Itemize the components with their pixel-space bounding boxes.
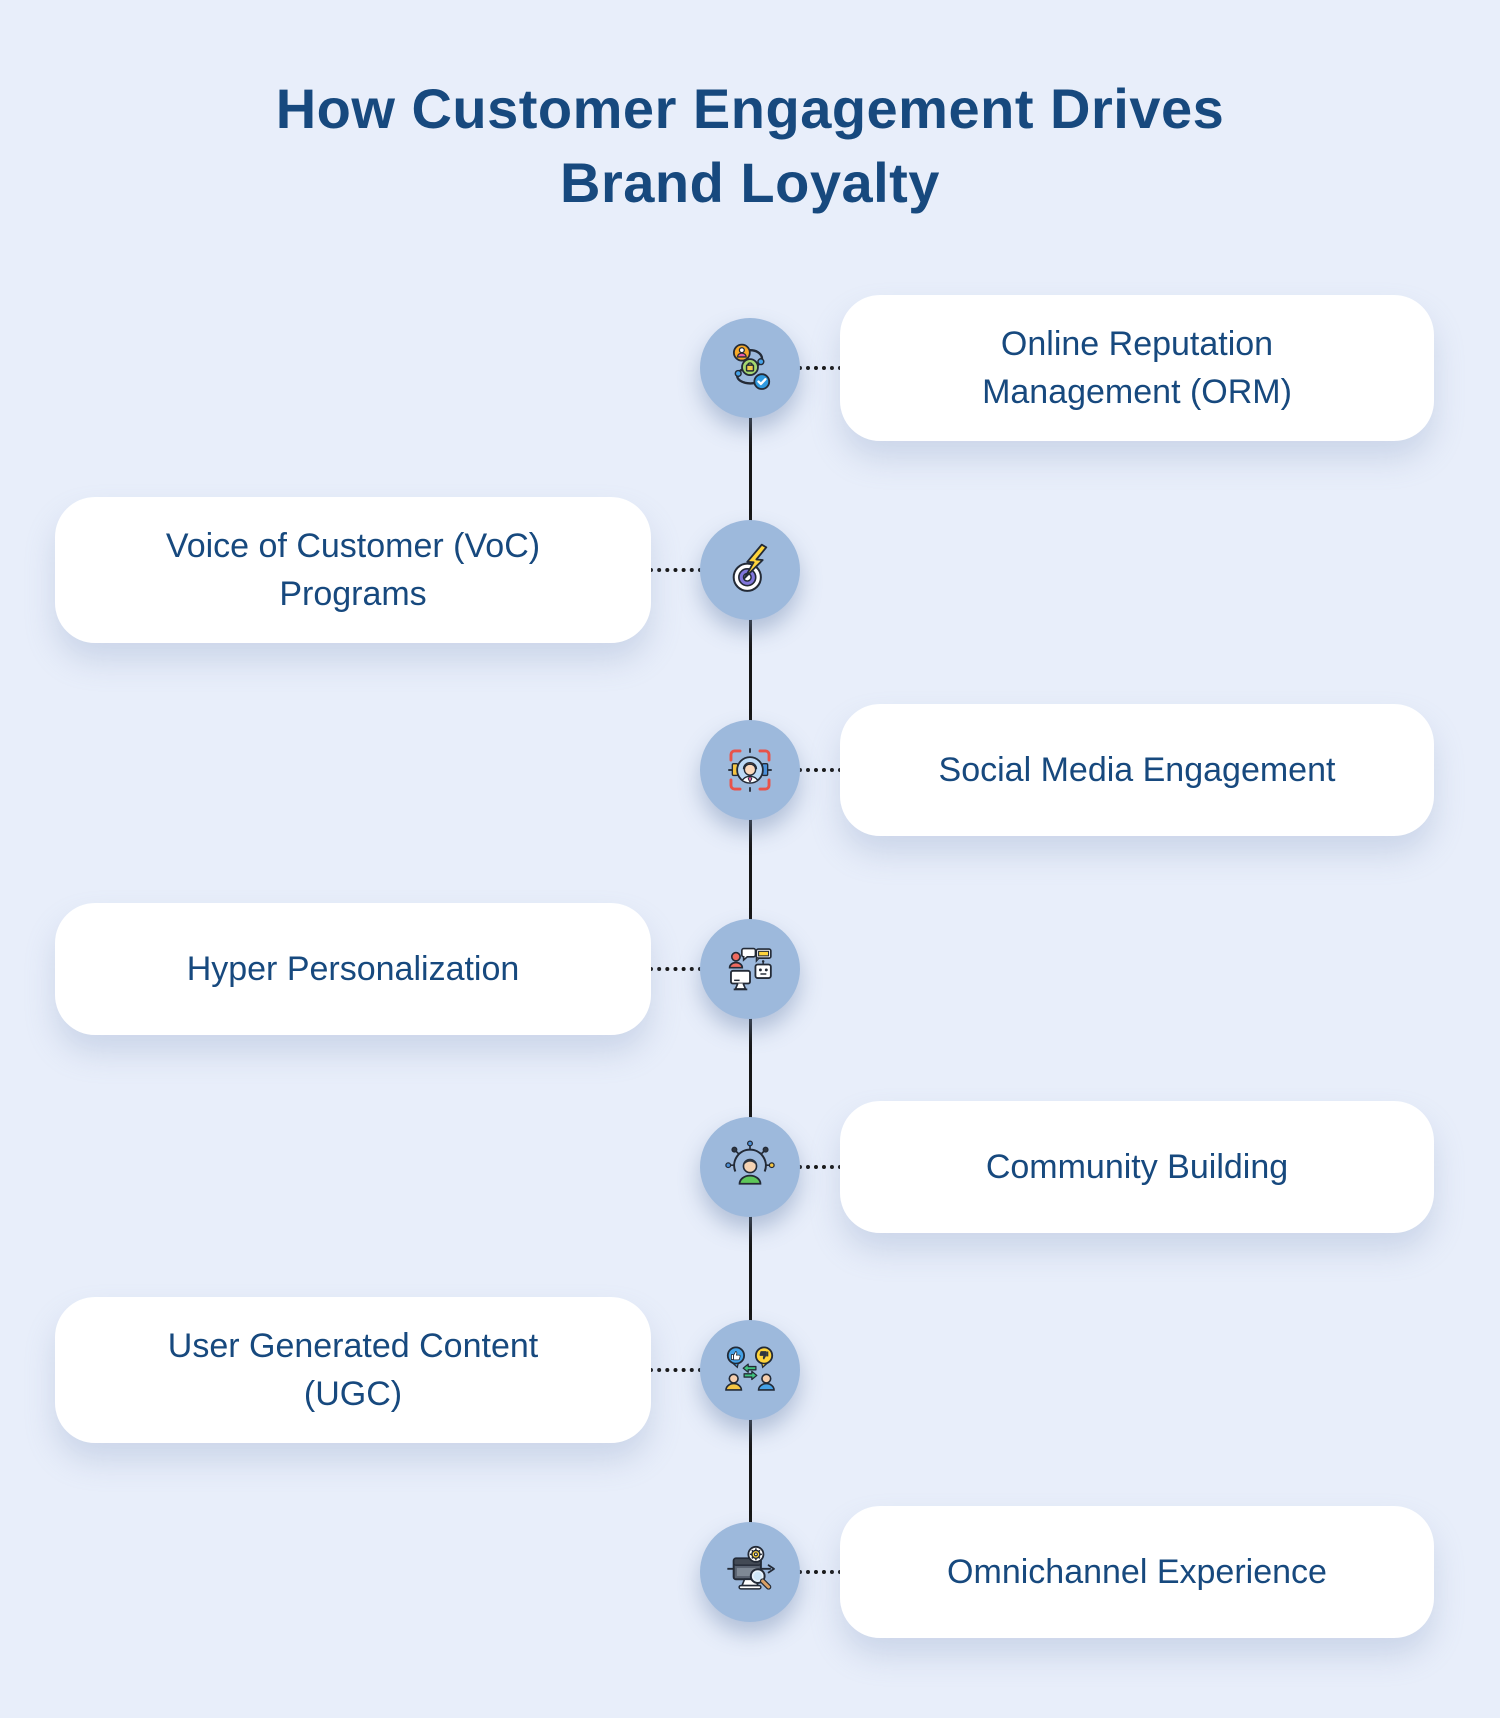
page-title-line1: How Customer Engagement Drives	[275, 77, 1225, 140]
connector-voc	[649, 568, 702, 572]
face-recognition-icon	[728, 748, 772, 792]
card-community-building: Community Building	[840, 1101, 1434, 1233]
card-omnichannel-experience: Omnichannel Experience	[840, 1506, 1434, 1638]
connector-ugc	[649, 1368, 702, 1372]
card-label: Community Building	[986, 1143, 1288, 1191]
card-label-line: User Generated Content	[167, 1326, 539, 1365]
timeline-node-voc	[700, 520, 800, 620]
timeline-node-orm	[700, 318, 800, 418]
timeline-node-community	[700, 1117, 800, 1217]
card-social-media-engagement: Social Media Engagement	[840, 704, 1434, 836]
card-voice-of-customer: Voice of Customer (VoC) Programs	[55, 497, 651, 643]
timeline-node-social	[700, 720, 800, 820]
card-label-line: Online Reputation	[1000, 324, 1274, 363]
card-label: Omnichannel Experience	[947, 1548, 1327, 1596]
card-label-line: (UGC)	[303, 1375, 403, 1413]
card-label-line: Omnichannel Experience	[947, 1552, 1327, 1591]
card-label: Voice of Customer (VoC) Programs	[166, 522, 540, 619]
card-label-line: Social Media Engagement	[938, 750, 1336, 789]
card-label: Online Reputation Management (ORM)	[982, 320, 1292, 417]
card-label-line: Voice of Customer (VoC)	[165, 526, 541, 565]
connector-social	[798, 768, 842, 772]
page-title: How Customer Engagement Drives Brand Loy…	[0, 72, 1500, 220]
timeline-node-omnichannel	[700, 1522, 800, 1622]
card-label: User Generated Content (UGC)	[168, 1322, 538, 1419]
customer-journey-check-icon	[732, 343, 771, 390]
card-label-line: Management (ORM)	[982, 373, 1292, 411]
person-network-icon	[725, 1140, 775, 1185]
connector-orm	[798, 366, 842, 370]
connector-omnichannel	[798, 1570, 842, 1574]
card-label: Social Media Engagement	[939, 746, 1336, 794]
connector-community	[798, 1165, 842, 1169]
page-title-line2: Brand Loyalty	[560, 150, 940, 214]
connector-hyper	[649, 967, 702, 971]
card-label-line: Community Building	[985, 1147, 1289, 1186]
card-user-generated-content: User Generated Content (UGC)	[55, 1297, 651, 1443]
monitor-gear-search-icon	[727, 1545, 775, 1590]
card-online-reputation-management: Online Reputation Management (ORM)	[840, 295, 1434, 441]
timeline-node-ugc	[700, 1320, 800, 1420]
card-hyper-personalization: Hyper Personalization	[55, 903, 651, 1035]
card-label-line: Programs	[279, 575, 427, 613]
feedback-exchange-icon	[725, 1346, 775, 1391]
target-lightning-icon	[732, 543, 768, 592]
card-label: Hyper Personalization	[187, 945, 520, 993]
timeline-node-hyper	[700, 919, 800, 1019]
card-label-line: Hyper Personalization	[186, 949, 520, 988]
human-robot-chat-icon	[728, 947, 772, 991]
